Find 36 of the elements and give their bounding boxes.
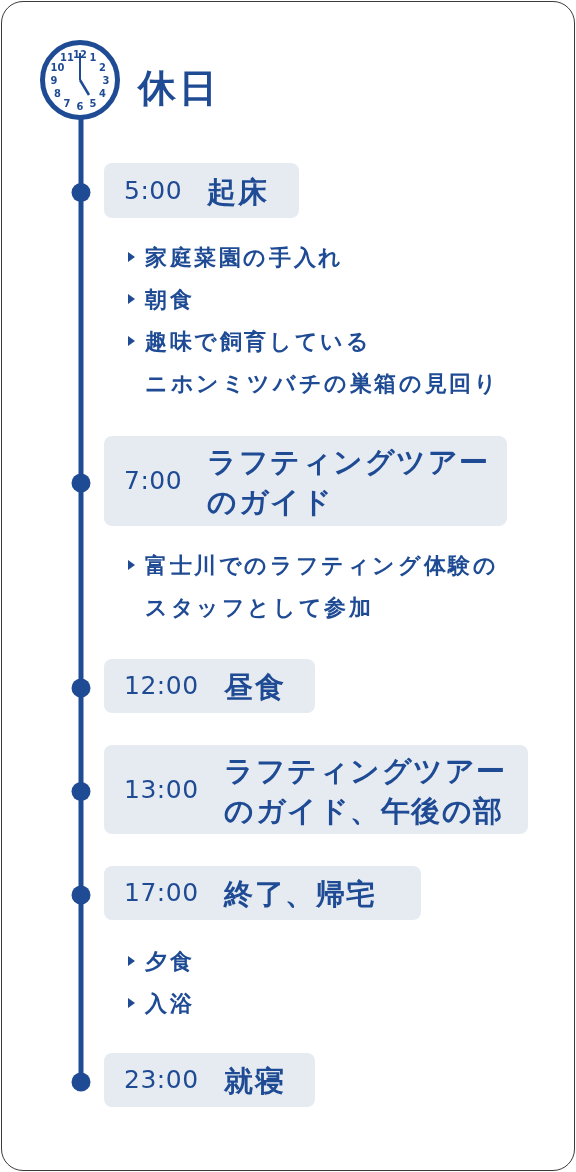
clock-numeral: 3 [102,74,110,87]
list-item: 朝食 [145,286,195,314]
time-text: 23:00 [124,1065,199,1094]
time-text: 5:00 [124,175,183,205]
clock-numeral: 12 [73,48,87,61]
event-title: 就寝 [224,1063,285,1100]
clock-numeral: 7 [63,96,71,110]
clock-numeral: 9 [50,74,58,87]
list-item: 趣味で飼育しているニホンミツバチの巣箱の見回り [145,328,500,398]
event-box [104,163,299,218]
list-item: 夕食 [145,948,195,976]
clock-numeral: 8 [54,87,61,100]
list-item: 家庭菜園の手入れ [145,244,344,272]
clock-numeral: 2 [99,61,106,74]
event-box [104,866,421,920]
title: 休日 [138,65,220,112]
event-box [104,745,528,834]
clock-numeral: 10 [50,61,65,74]
event-box [104,436,507,526]
event-title: 終了、帰宅 [224,876,377,913]
list-item: 入浴 [145,990,195,1018]
time-text: 13:00 [124,774,199,804]
clock-numeral: 1 [89,51,97,65]
event-box [104,659,315,713]
event-title: 昼食 [224,669,285,706]
clock-numeral: 4 [99,87,106,100]
clock-numeral: 5 [89,96,97,110]
time-text: 12:00 [124,671,199,700]
time-text: 17:00 [124,878,199,907]
event-box [104,1053,315,1107]
event-title: 起床 [207,173,268,211]
event-title: ラフティングツアーのガイド [207,444,490,521]
clock-numeral: 6 [76,100,84,113]
event-title: ラフティングツアーのガイド、午後の部 [224,752,507,830]
time-text: 7:00 [124,466,183,495]
list-item: 富士川でのラフティング体験のスタッフとして参加 [145,552,499,622]
